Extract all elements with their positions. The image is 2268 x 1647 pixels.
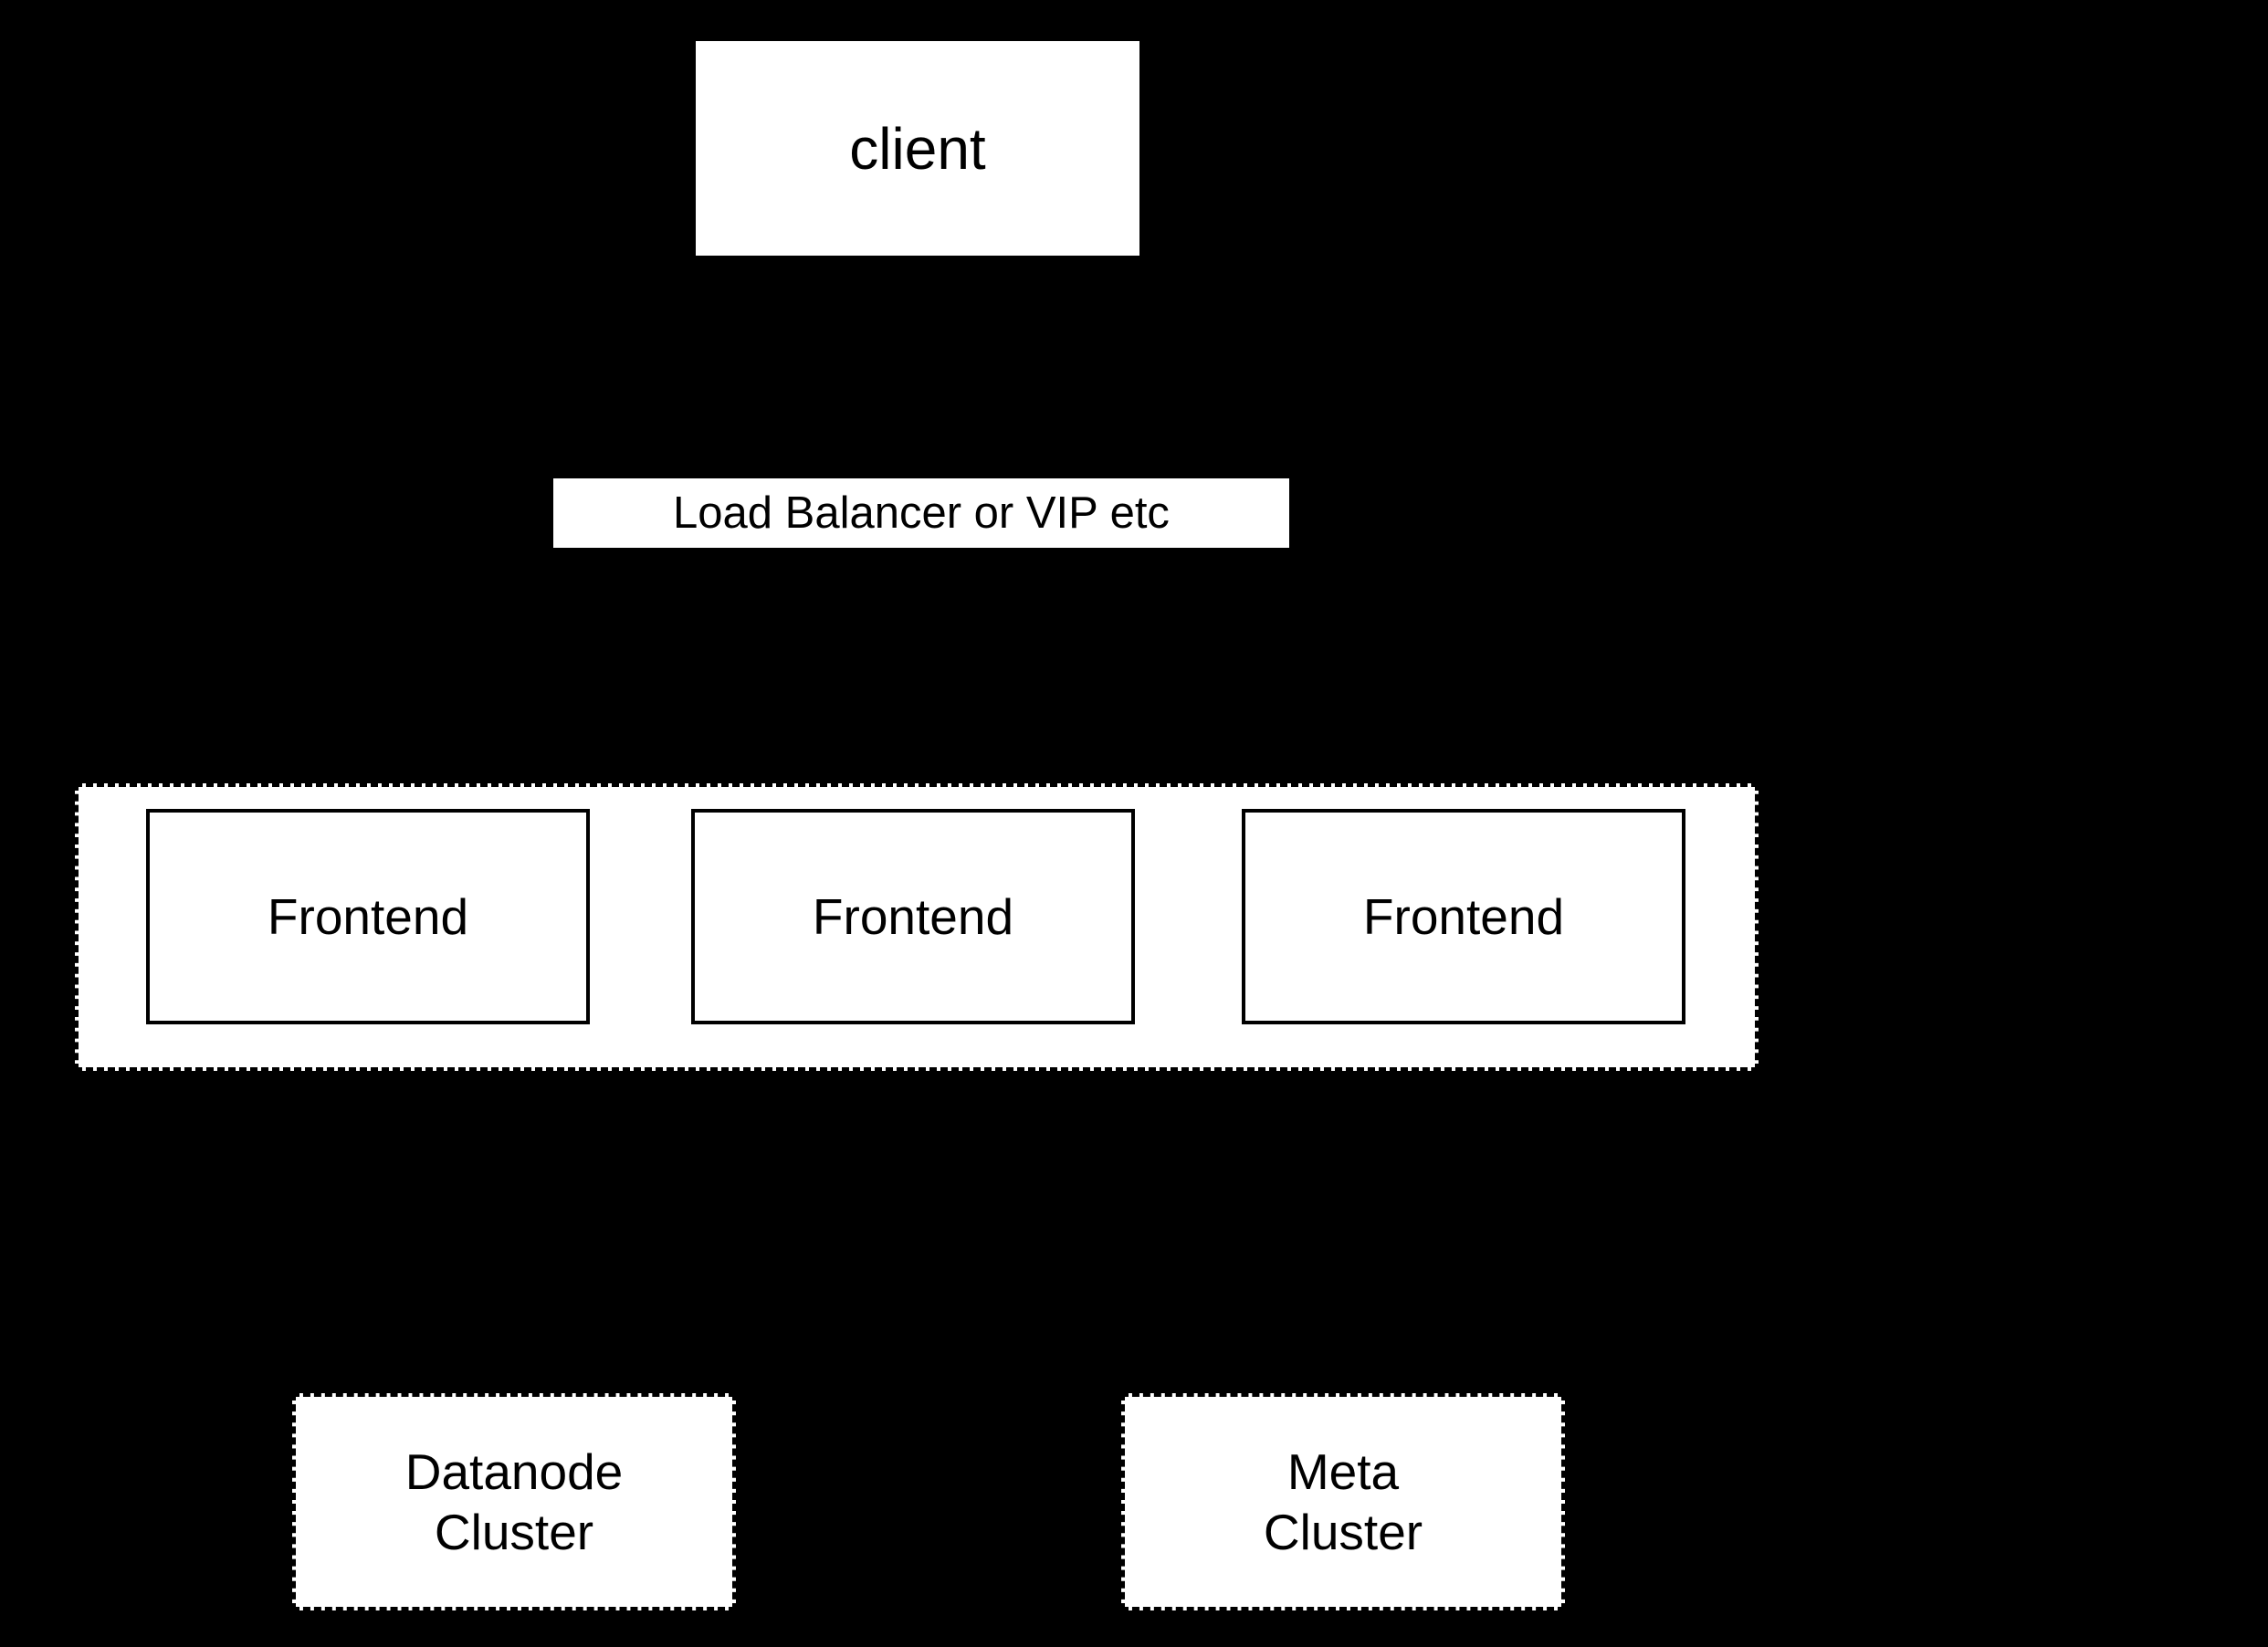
datanode-cluster-node: Datanode Cluster	[292, 1393, 736, 1610]
meta-cluster-label-line2: Cluster	[1263, 1504, 1423, 1560]
frontend-node-1-label: Frontend	[267, 888, 469, 945]
datanode-cluster-label-line2: Cluster	[434, 1504, 594, 1560]
load-balancer-node: Load Balancer or VIP etc	[553, 478, 1289, 548]
client-node-label: client	[849, 115, 986, 182]
datanode-cluster-label-line1: Datanode	[404, 1443, 624, 1500]
frontend-node-2-label: Frontend	[812, 888, 1014, 945]
load-balancer-node-label: Load Balancer or VIP etc	[673, 488, 1170, 538]
frontend-node-1: Frontend	[146, 809, 590, 1024]
meta-cluster-node: Meta Cluster	[1121, 1393, 1565, 1610]
frontend-node-2: Frontend	[691, 809, 1135, 1024]
frontend-node-3: Frontend	[1242, 809, 1685, 1024]
meta-cluster-label-line1: Meta	[1286, 1443, 1400, 1500]
client-node: client	[696, 41, 1139, 256]
frontend-node-3-label: Frontend	[1362, 888, 1565, 945]
